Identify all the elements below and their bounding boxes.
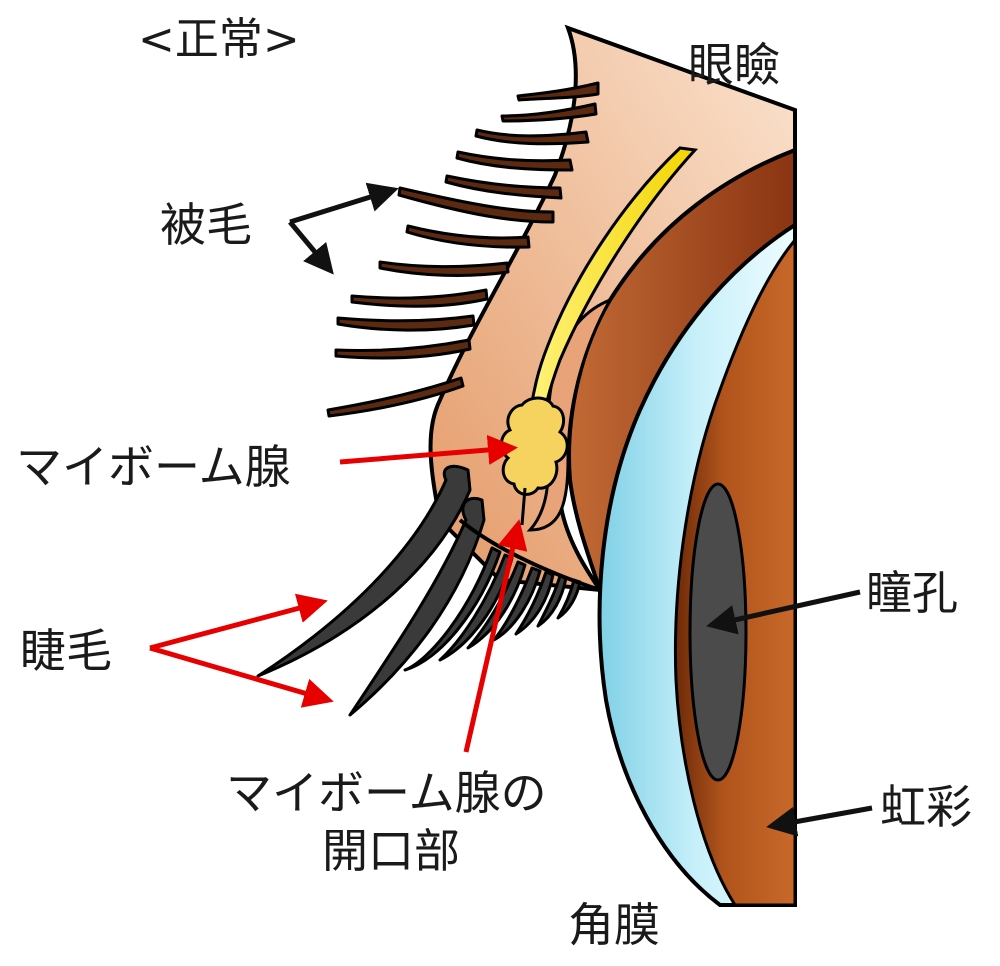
label-meibomian-gland: マイボーム腺 (16, 440, 291, 494)
eyelash (256, 464, 472, 678)
label-cornea: 角膜 (568, 898, 660, 952)
eyelash (514, 570, 555, 636)
body-hair-group (326, 81, 600, 418)
body-hair (350, 288, 489, 308)
pupil (688, 482, 748, 782)
eyelash (556, 578, 582, 620)
body-hair (334, 338, 472, 360)
body-hair (500, 102, 598, 123)
body-hair (516, 81, 600, 102)
body-hair (336, 314, 476, 332)
lid-margin (458, 518, 601, 592)
body-hair (378, 260, 510, 277)
label-eyelid: 眼瞼 (688, 38, 780, 92)
pupil-arrow (706, 589, 861, 635)
eyelash (348, 497, 486, 717)
meibomian-opening-arrow (463, 519, 528, 753)
meibomian-opening (520, 487, 527, 526)
diagram-title: <正常> (138, 14, 300, 65)
label-meibomian-opening-1: マイボーム腺の (226, 766, 547, 820)
arrow (288, 220, 334, 275)
body-hair (455, 150, 574, 172)
label-meibomian-opening-2: 開口部 (322, 824, 460, 878)
body-hair-arrows (288, 182, 399, 275)
body-hair (326, 376, 465, 418)
label-eyelashes: 睫毛 (20, 624, 112, 678)
body-hair (444, 174, 563, 200)
arrow (289, 182, 399, 225)
eyelash (536, 574, 568, 628)
body-hair (397, 186, 555, 224)
meibomian-gland-arrow (339, 434, 518, 465)
eyelash (403, 546, 502, 672)
label-iris: 虹彩 (880, 780, 972, 834)
arrow (149, 593, 328, 651)
label-body-hair: 被毛 (160, 198, 252, 252)
body-hair (405, 224, 531, 249)
eyelash-group (256, 464, 582, 717)
arrow (149, 645, 334, 708)
iris-arrow (766, 805, 873, 837)
label-pupil: 瞳孔 (866, 566, 958, 620)
body-hair (474, 128, 590, 146)
eyelash-arrows (149, 593, 334, 708)
